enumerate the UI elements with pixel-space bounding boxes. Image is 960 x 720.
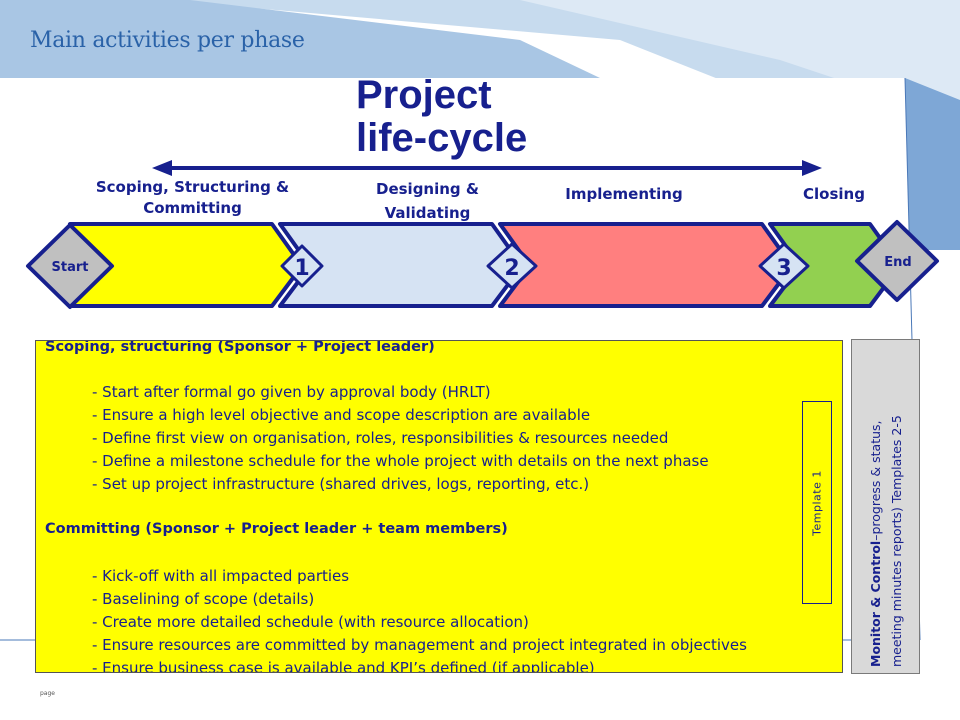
monitor-control-line1: Monitor & Control–progress & status, xyxy=(865,347,886,667)
monitor-control-text: Monitor & Control–progress & status, mee… xyxy=(865,347,907,667)
page-number: page xyxy=(40,690,55,697)
monitor-control-box: Monitor & Control–progress & status, mee… xyxy=(851,339,920,674)
activities-panel: Scoping, structuring (Sponsor + Project … xyxy=(35,340,843,673)
phase-label-implementing: Implementing xyxy=(565,185,683,203)
phase-label-scoping-line2: Committing xyxy=(143,199,242,217)
background-wave-right xyxy=(905,78,960,250)
start-node-label: Start xyxy=(52,260,89,275)
slide-title: Main activities per phase xyxy=(30,28,305,53)
monitor-control-rest: –progress & status, xyxy=(867,419,883,541)
title-line-1: Project xyxy=(356,73,492,117)
monitor-control-bold: Monitor & Control xyxy=(867,540,883,667)
phase-label-designing-line2: Validating xyxy=(384,204,471,222)
phase-label-designing: Designing & Validating xyxy=(340,177,515,225)
double-arrow-icon xyxy=(152,160,822,176)
phase-label-scoping: Scoping, Structuring & Committing xyxy=(70,177,315,219)
section-committing-title: Committing (Sponsor + Project leader + t… xyxy=(45,521,508,537)
milestone-2-label: 2 xyxy=(504,256,519,281)
section-committing-item: - Ensure resources are committed by mana… xyxy=(92,636,747,654)
monitor-control-line2: meeting minutes reports) Templates 2-5 xyxy=(888,414,904,667)
milestone-1-node: 1 xyxy=(280,244,324,288)
section-committing-item: - Ensure business case is available and … xyxy=(92,659,595,673)
section-committing-item: - Create more detailed schedule (with re… xyxy=(92,613,529,631)
end-node-label: End xyxy=(884,255,911,270)
milestone-1-label: 1 xyxy=(294,256,309,281)
phase-label-closing: Closing xyxy=(803,185,865,203)
template-1-box: Template 1 xyxy=(802,401,832,604)
section-scoping-title: Scoping, structuring (Sponsor + Project … xyxy=(45,340,435,355)
start-node: Start xyxy=(26,223,114,309)
section-scoping-item: - Define a milestone schedule for the wh… xyxy=(92,452,709,470)
title-line-2: life-cycle xyxy=(356,116,528,160)
phase-label-designing-line1: Designing & xyxy=(376,180,479,198)
section-scoping-item: - Ensure a high level objective and scop… xyxy=(92,406,591,424)
milestone-3-node: 3 xyxy=(758,242,810,290)
section-scoping-item: - Set up project infrastructure (shared … xyxy=(92,475,590,493)
phase-label-scoping-line1: Scoping, Structuring & xyxy=(95,178,290,196)
project-life-cycle-title: Project life-cycle xyxy=(356,74,527,160)
section-committing-item: - Baselining of scope (details) xyxy=(92,590,315,608)
background-wave-top-right xyxy=(520,0,960,120)
section-committing-item: - Kick-off with all impacted parties xyxy=(92,567,350,585)
section-scoping-item: - Start after formal go given by approva… xyxy=(92,383,491,401)
background-wave-header xyxy=(0,0,600,78)
phase-chevron-implementing xyxy=(498,222,794,308)
end-node: End xyxy=(855,220,939,302)
section-scoping-item: - Define first view on organisation, rol… xyxy=(92,429,669,447)
milestone-2-node: 2 xyxy=(486,242,538,290)
milestone-3-label: 3 xyxy=(776,256,791,281)
template-1-label: Template 1 xyxy=(810,469,824,536)
